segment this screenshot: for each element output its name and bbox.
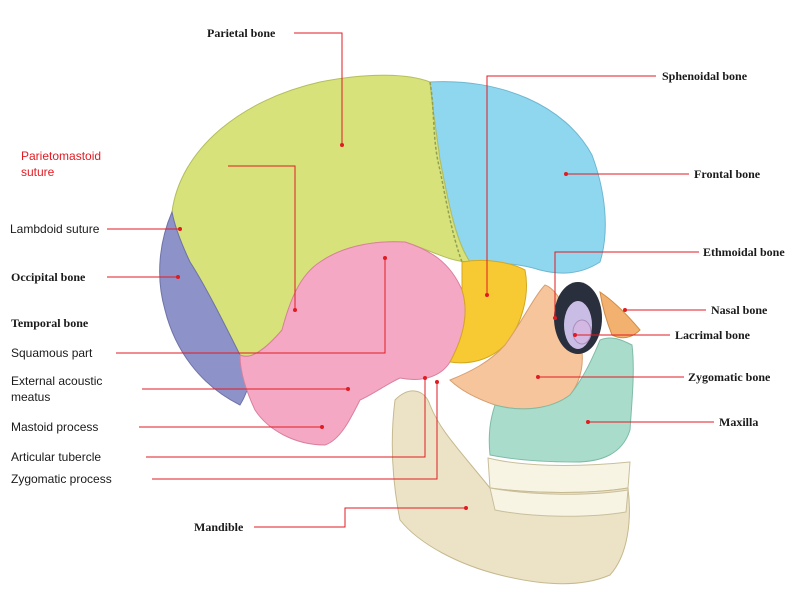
label-mastoid-process: Mastoid process <box>11 420 99 434</box>
lower-teeth-shape <box>489 487 629 517</box>
label-external-acoustic-meatus-line1: External acoustic <box>11 374 103 388</box>
label-lacrimal-bone: Lacrimal bone <box>675 328 750 342</box>
label-ethmoidal-bone: Ethmoidal bone <box>703 245 785 259</box>
leader-dots <box>176 143 627 510</box>
label-zygomatic-process: Zygomatic process <box>11 472 112 486</box>
upper-teeth-shape <box>487 457 631 493</box>
maxilla-shape <box>488 337 634 463</box>
label-parietal-bone: Parietal bone <box>207 26 276 40</box>
label-mandible: Mandible <box>194 520 244 534</box>
mandible-shape <box>391 390 630 585</box>
label-maxilla: Maxilla <box>719 415 759 429</box>
nasal-bone-shape <box>599 290 641 339</box>
label-external-acoustic-meatus-line2: meatus <box>11 390 51 404</box>
leader-lines <box>107 32 714 528</box>
label-sphenoidal-bone: Sphenoidal bone <box>662 69 748 83</box>
label-squamous-part: Squamous part <box>11 346 93 360</box>
label-parietomastoid-suture-line2: suture <box>21 165 55 179</box>
label-nasal-bone: Nasal bone <box>711 303 768 317</box>
label-occipital-bone: Occipital bone <box>11 270 86 284</box>
label-lambdoid-suture: Lambdoid suture <box>10 222 100 236</box>
lacrimal-bone-shape <box>572 319 592 345</box>
label-zygomatic-bone: Zygomatic bone <box>688 370 771 384</box>
label-parietomastoid-suture-line1: Parietomastoid <box>21 149 102 163</box>
coronal-suture-line <box>429 81 463 263</box>
label-temporal-bone: Temporal bone <box>11 316 89 330</box>
label-articular-tubercle: Articular tubercle <box>11 450 102 464</box>
label-frontal-bone: Frontal bone <box>694 167 761 181</box>
